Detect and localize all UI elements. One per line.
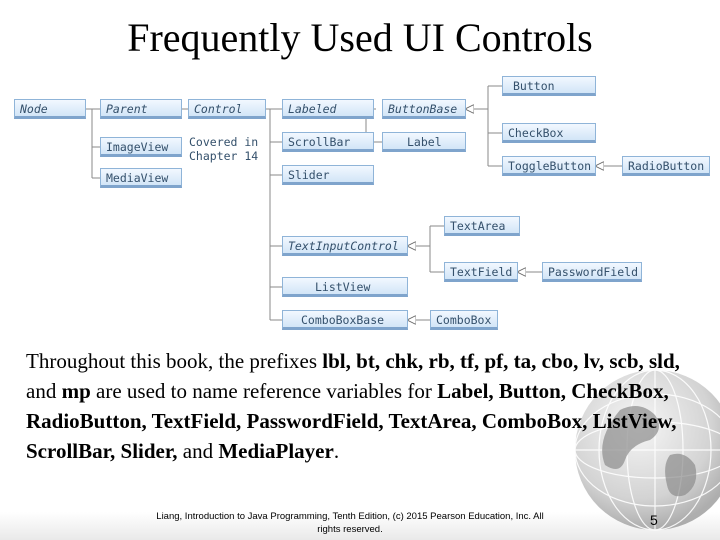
- label-class-box: Label: [382, 132, 466, 152]
- textfield-class-box: TextField: [444, 262, 518, 282]
- footer-credit: Liang, Introduction to Java Programming,…: [140, 510, 560, 536]
- mediaview-class-box: MediaView: [100, 168, 182, 188]
- hierarchy-connectors: [0, 85, 622, 340]
- body-text-segment: are used to name reference variables for: [90, 379, 438, 403]
- prefix-description: Throughout this book, the prefixes lbl, …: [26, 346, 698, 466]
- footer-line: Liang, Introduction to Java Programming,…: [156, 511, 544, 522]
- body-bold-segment: lbl, bt, chk, rb, tf, pf, ta, cbo, lv,: [322, 349, 605, 373]
- comboboxbase-class-box: ComboBoxBase: [282, 310, 408, 330]
- control-class-box: Control: [188, 99, 266, 119]
- body-bold-segment: scb, sld,: [609, 349, 680, 373]
- combobox-class-box: ComboBox: [430, 310, 498, 330]
- body-text-segment: Throughout this book, the prefixes: [26, 349, 323, 373]
- footer-band: [0, 512, 720, 540]
- body-text-segment: .: [333, 439, 340, 463]
- globe-watermark: [574, 369, 720, 531]
- radiobutton-class-box: RadioButton: [622, 156, 710, 176]
- listview-class-box: ListView: [282, 277, 408, 297]
- body-text-segment: and: [26, 379, 62, 403]
- slider-class-box: Slider: [282, 165, 374, 185]
- body-bold-segment: mp: [61, 379, 91, 403]
- covered-note-line: Covered in: [189, 135, 259, 149]
- page-number: 5: [650, 512, 658, 528]
- parent-class-box: Parent: [100, 99, 182, 119]
- covered-note: Covered in Chapter 14: [189, 135, 258, 163]
- slide-title: Frequently Used UI Controls: [127, 15, 593, 60]
- labeled-class-box: Labeled: [282, 99, 374, 119]
- covered-note-line: Chapter 14: [189, 149, 259, 163]
- textinputcontrol-class-box: TextInputControl: [282, 236, 408, 256]
- textarea-class-box: TextArea: [444, 216, 520, 236]
- node-class-box: Node: [14, 99, 86, 119]
- checkbox-class-box: CheckBox: [502, 123, 596, 143]
- passwordfield-class-box: PasswordField: [542, 262, 642, 282]
- footer-line: rights reserved.: [317, 524, 383, 535]
- body-bold-segment: MediaPlayer: [218, 439, 334, 463]
- button-class-box: Button: [502, 76, 596, 96]
- scrollbar-class-box: ScrollBar: [282, 132, 374, 152]
- togglebutton-class-box: ToggleButton: [502, 156, 596, 176]
- buttonbase-class-box: ButtonBase: [382, 99, 466, 119]
- body-text-segment: and: [177, 439, 219, 463]
- imageview-class-box: ImageView: [100, 137, 182, 157]
- body-bold-segment: Label, Button, CheckBox, RadioButton, Te…: [26, 379, 677, 463]
